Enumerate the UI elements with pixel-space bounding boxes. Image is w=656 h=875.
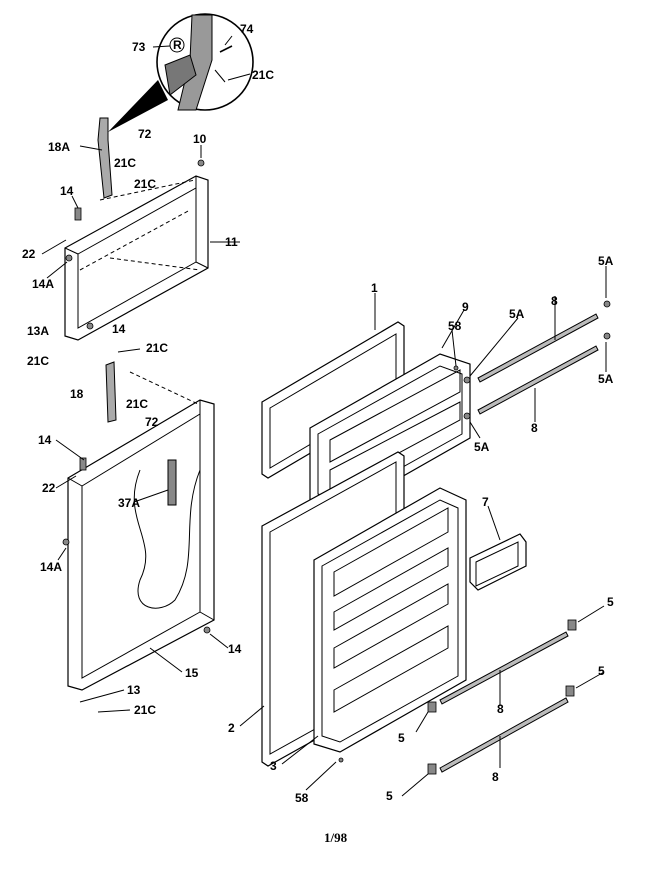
callout-22-a: 22 <box>22 247 36 261</box>
callout-8-c: 8 <box>497 702 504 716</box>
callout-58-bottom: 58 <box>295 791 309 805</box>
callout-8-d: 8 <box>492 770 499 784</box>
callout-18: 18 <box>70 387 84 401</box>
callout-21c-inset: 21C <box>252 68 274 82</box>
callout-37a: 37A <box>118 496 140 510</box>
callout-5a-a: 5A <box>509 307 525 321</box>
callout-1: 1 <box>371 281 378 295</box>
callout-labels: 74 73 21C 10 72 18A 21C 21C 14 11 22 14A… <box>22 22 614 805</box>
callout-15: 15 <box>185 666 199 680</box>
callout-21c-d: 21C <box>146 341 168 355</box>
callout-14-d: 14 <box>228 642 242 656</box>
callout-11: 11 <box>225 235 238 249</box>
door-handle-trim <box>469 533 527 591</box>
callout-21c-a: 21C <box>114 156 136 170</box>
callout-5-b: 5 <box>598 664 605 678</box>
callout-3: 3 <box>270 759 277 773</box>
callout-5a-c: 5A <box>598 372 614 386</box>
callout-14a-a: 14A <box>32 277 54 291</box>
callout-5-d: 5 <box>386 789 393 803</box>
callout-58-top: 58 <box>448 319 462 333</box>
callout-8-b: 8 <box>531 421 538 435</box>
callout-18a: 18A <box>48 140 70 154</box>
callout-5a-b: 5A <box>598 254 614 268</box>
callout-14-c: 14 <box>38 433 52 447</box>
callout-21c-c: 21C <box>27 354 49 368</box>
page-footer: 1/98 <box>324 830 348 845</box>
callout-8-a: 8 <box>551 294 558 308</box>
callout-2: 2 <box>228 721 235 735</box>
callout-72-mid: 72 <box>145 415 159 429</box>
hinge-strip-18a <box>97 117 113 199</box>
hinge-strip-18 <box>105 361 199 423</box>
fresh-food-door-liner-frame <box>67 399 215 691</box>
fresh-food-door-panel <box>313 487 467 753</box>
svg-text:R: R <box>173 38 182 52</box>
callout-21c-f: 21C <box>134 703 156 717</box>
callout-13: 13 <box>127 683 141 697</box>
callout-9: 9 <box>462 300 469 314</box>
callout-21c-e: 21C <box>126 397 148 411</box>
fasteners <box>62 159 611 775</box>
callout-7: 7 <box>482 495 489 509</box>
callout-5a-d: 5A <box>474 440 490 454</box>
leader-lines <box>41 35 607 797</box>
hinge-detail-inset: R <box>108 13 254 132</box>
callout-14-a: 14 <box>60 184 74 198</box>
freezer-door-liner-frame <box>64 175 209 341</box>
freezer-door-panel <box>309 353 471 513</box>
callout-72-top: 72 <box>138 127 152 141</box>
callout-14a-b: 14A <box>40 560 62 574</box>
callout-5-c: 5 <box>398 731 405 745</box>
callout-22-b: 22 <box>42 481 56 495</box>
callout-13a: 13A <box>27 324 49 338</box>
callout-14-b: 14 <box>112 322 126 336</box>
callout-5-a: 5 <box>607 595 614 609</box>
callout-10: 10 <box>193 132 207 146</box>
callout-21c-b: 21C <box>134 177 156 191</box>
callout-74: 74 <box>240 22 254 36</box>
trim-rails <box>439 313 599 773</box>
callout-73: 73 <box>132 40 146 54</box>
